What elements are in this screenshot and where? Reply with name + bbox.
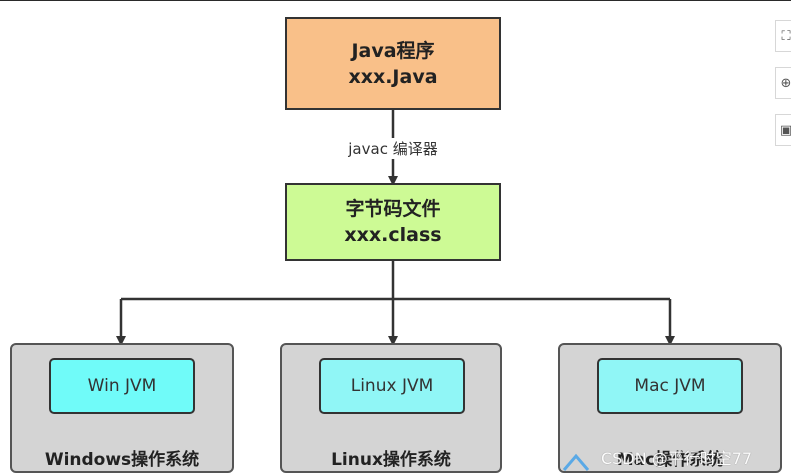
win-jvm-node: Win JVM (49, 358, 195, 414)
top-border-line (0, 0, 791, 1)
watermark-text: CSDN @平行时空77 (601, 449, 753, 468)
java-source-title: Java程序 (351, 39, 435, 62)
mac-os-label: Mac操作系统 (616, 450, 724, 470)
bytecode-filename: xxx.class (344, 224, 442, 246)
windows-os-node: Win JVM Windows操作系统 (10, 343, 234, 473)
java-source-filename: xxx.Java (348, 65, 438, 88)
zoom-in-button[interactable]: ⊕ (775, 67, 791, 99)
linux-jvm-node: Linux JVM (319, 358, 465, 414)
fit-view-button[interactable]: ⛶ (775, 20, 791, 52)
mac-jvm-node: Mac JVM (597, 358, 743, 414)
bytecode-title: 字节码文件 (345, 198, 441, 220)
export-image-button[interactable]: ▣ (775, 114, 791, 146)
compiler-edge-label: javac 编译器 (333, 138, 453, 159)
zoom-in-icon: ⊕ (780, 75, 791, 91)
image-icon: ▣ (779, 122, 791, 138)
windows-os-label: Windows操作系统 (44, 450, 200, 470)
linux-os-label: Linux操作系统 (331, 450, 451, 470)
fit-view-icon: ⛶ (781, 28, 791, 44)
mac-os-node: Mac JVM Mac操作系统 (558, 343, 782, 473)
csdn-logo-icon (562, 453, 590, 471)
linux-os-node: Linux JVM Linux操作系统 (280, 343, 502, 473)
bytecode-node: 字节码文件 xxx.class (285, 183, 501, 261)
java-source-node: Java程序 xxx.Java (285, 17, 501, 110)
